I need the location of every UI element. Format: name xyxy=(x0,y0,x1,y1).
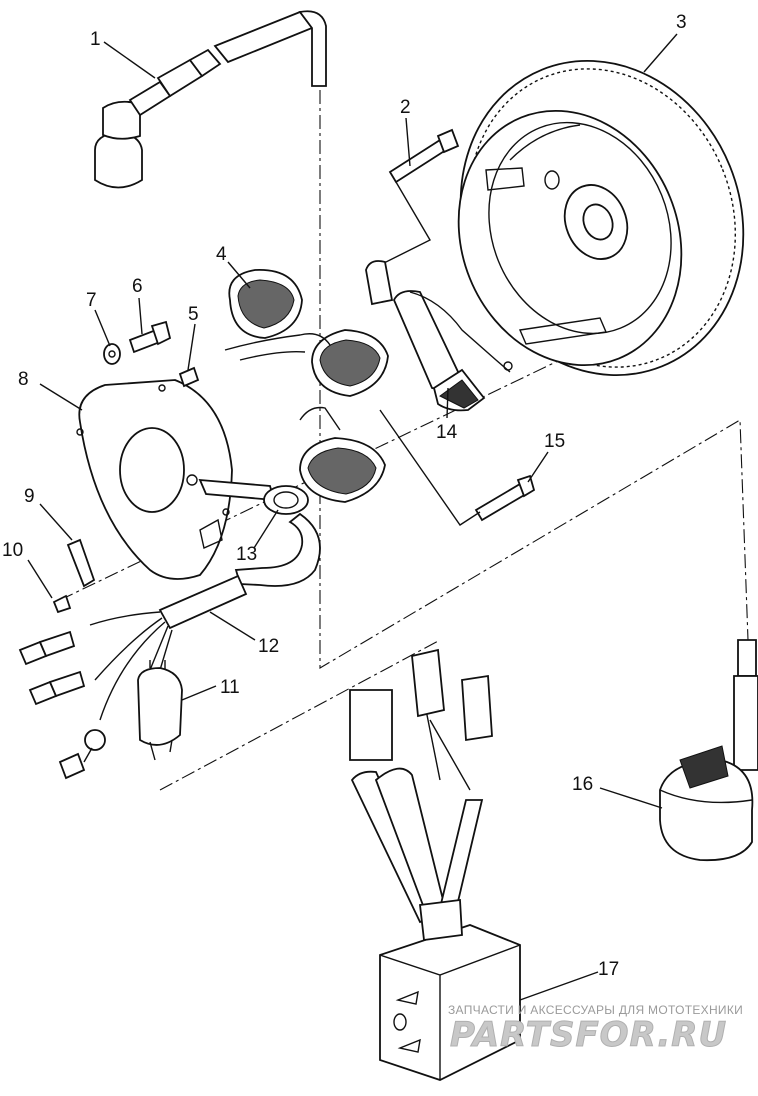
callout-labels: 1 2 3 4 5 6 7 8 9 10 11 12 13 14 15 16 1… xyxy=(2,12,687,980)
part-ignition-coil-16 xyxy=(659,639,758,862)
part-screw-10 xyxy=(52,594,72,614)
part-screw-6 xyxy=(128,320,172,354)
callout-17: 17 xyxy=(598,959,619,980)
callout-15: 15 xyxy=(544,431,565,452)
callout-16: 16 xyxy=(572,774,593,795)
part-connector-11 xyxy=(137,660,183,761)
part-cdi-box-17 xyxy=(349,648,521,1081)
part-washer-7 xyxy=(103,343,121,365)
callout-8: 8 xyxy=(18,369,29,390)
part-clamp-9 xyxy=(66,538,96,588)
part-stator-plate xyxy=(76,379,233,580)
callout-12: 12 xyxy=(258,636,279,657)
part-flywheel xyxy=(457,60,745,376)
callout-14: 14 xyxy=(436,422,458,443)
part-grommet-13 xyxy=(198,478,321,587)
callout-1: 1 xyxy=(90,29,101,50)
part-pulser-coil xyxy=(365,260,513,412)
callout-2: 2 xyxy=(400,97,411,118)
watermark: ЗАПЧАСТИ И АКСЕССУАРЫ ДЛЯ МОТОТЕХНИКИ PA… xyxy=(448,1003,743,1056)
callout-6: 6 xyxy=(132,276,143,297)
callout-13: 13 xyxy=(236,544,257,565)
part-wire-harness-12 xyxy=(18,574,248,780)
leader-lines xyxy=(27,33,678,1001)
part-screw-5 xyxy=(178,366,200,388)
callout-4: 4 xyxy=(216,244,227,265)
callout-9: 9 xyxy=(24,486,35,507)
part-spark-plug-cap xyxy=(94,10,327,189)
watermark-tagline: ЗАПЧАСТИ И АКСЕССУАРЫ ДЛЯ МОТОТЕХНИКИ xyxy=(448,1003,743,1017)
callout-3: 3 xyxy=(676,12,687,33)
part-bolt-2 xyxy=(373,128,460,269)
callout-10: 10 xyxy=(2,540,23,561)
callout-7: 7 xyxy=(86,290,97,311)
watermark-logo: PARTSFOR.RU xyxy=(450,1015,727,1055)
part-bolt-15 xyxy=(379,409,536,526)
callout-5: 5 xyxy=(188,304,199,325)
callout-11: 11 xyxy=(220,677,240,698)
part-stator-coils xyxy=(224,269,389,503)
